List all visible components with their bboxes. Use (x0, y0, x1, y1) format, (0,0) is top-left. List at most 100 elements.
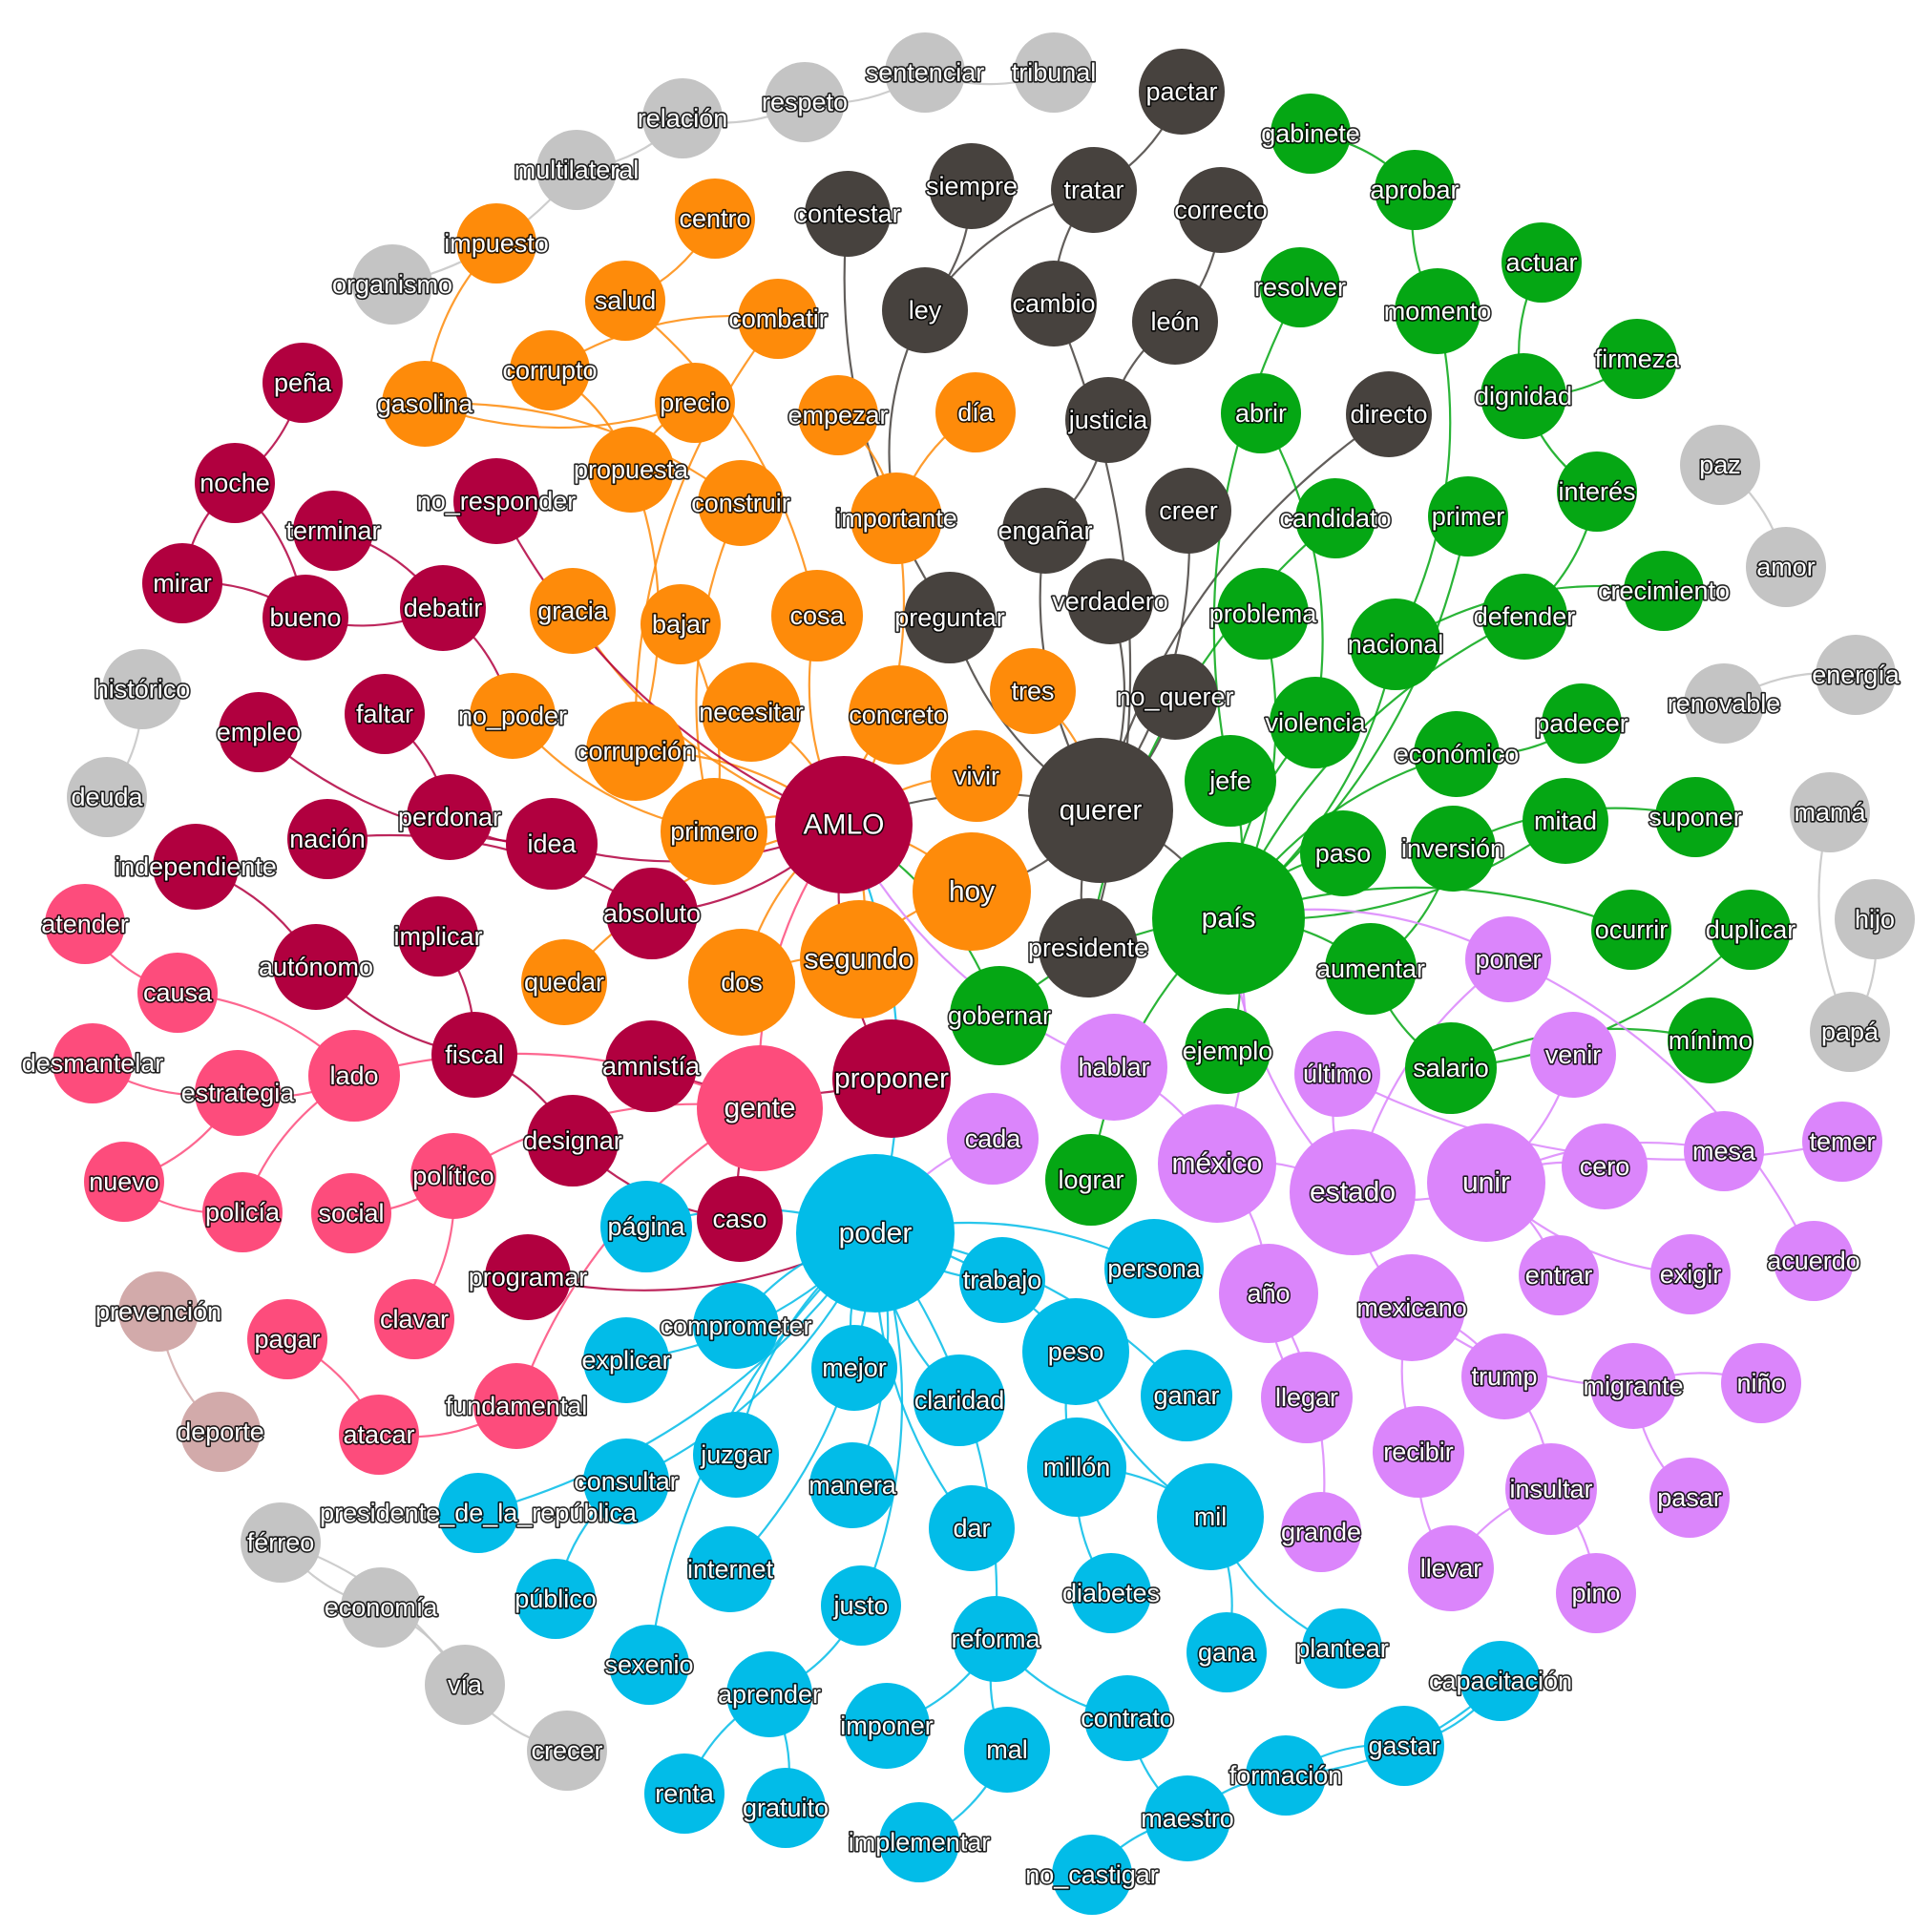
node-independiente: independiente (114, 824, 278, 910)
node-venir: venir (1530, 1012, 1616, 1098)
node-mal: mal (964, 1707, 1050, 1793)
node-hoy: hoy (913, 832, 1031, 951)
node-via: vía (425, 1645, 505, 1725)
node-label: paso (1315, 839, 1372, 868)
node-crecimiento: crecimiento (1596, 551, 1732, 631)
node-label: explicar (581, 1346, 670, 1375)
node-circle (904, 572, 996, 663)
node-salario: salario (1405, 1022, 1497, 1114)
node-circle (798, 375, 878, 455)
node-label: gana (1198, 1638, 1256, 1667)
node-label: padecer (1535, 709, 1628, 738)
node-circle (655, 363, 735, 443)
node-circle (959, 1237, 1045, 1323)
node-label: gobernar (948, 1001, 1051, 1030)
node-label: pasar (1657, 1483, 1722, 1512)
node-jefe: jefe (1185, 735, 1276, 827)
node-label: ejemplo (1183, 1037, 1273, 1065)
node-poner: poner (1465, 916, 1551, 1002)
node-label: consultar (574, 1467, 679, 1496)
node-label: maestro (1141, 1804, 1234, 1833)
node-label: energía (1812, 661, 1900, 689)
node-ultimo: último (1294, 1031, 1380, 1117)
node-circle (293, 491, 373, 571)
node-circle (453, 458, 539, 544)
node-label: resolver (1254, 273, 1346, 302)
node-label: justo (832, 1591, 888, 1620)
node-circle (1542, 683, 1622, 764)
node-label: correcto (1174, 196, 1268, 224)
node-label: llegar (1275, 1383, 1338, 1412)
node-circle (308, 1030, 400, 1122)
node-circle (339, 1395, 419, 1475)
node-label: desmantelar (22, 1049, 164, 1078)
node-label: gratuito (743, 1794, 829, 1822)
node-circle (473, 1363, 559, 1449)
node-circle (1295, 478, 1376, 558)
node-circle (1519, 1235, 1599, 1315)
node-mexicano: mexicano (1355, 1254, 1468, 1361)
edge-momento-nacional (1395, 310, 1452, 645)
node-amor: amor (1746, 527, 1826, 607)
node-circle (885, 32, 965, 113)
node-label: insultar (1509, 1475, 1592, 1503)
node-circle (1505, 1443, 1597, 1535)
node-circle (118, 1271, 199, 1352)
node-circle (52, 1023, 133, 1103)
node-pagar: pagar (247, 1299, 327, 1379)
node-label: venir (1545, 1040, 1602, 1069)
node-label: clavar (380, 1305, 449, 1334)
node-label: corrupción (576, 737, 696, 766)
node-mitad: mitad (1522, 778, 1608, 864)
node-label: no_responder (417, 487, 577, 515)
node-label: directo (1350, 400, 1427, 429)
node-precio: precio (655, 363, 735, 443)
node-circle (102, 649, 182, 729)
node-label: cosa (789, 601, 845, 630)
node-label: empezar (788, 401, 888, 430)
node-label: amor (1756, 553, 1816, 581)
node-label: peso (1048, 1337, 1104, 1366)
node-circle (1556, 1553, 1636, 1633)
node-label: llevar (1420, 1554, 1482, 1583)
node-fiscal: fiscal (431, 1012, 517, 1098)
node-ley: ley (882, 267, 968, 353)
node-absoluto: absoluto (601, 868, 703, 959)
node-circle (1624, 551, 1704, 631)
node-circle (809, 1442, 895, 1528)
node-circle (67, 757, 147, 837)
node-circle (1045, 1134, 1137, 1226)
node-label: mínimo (1669, 1026, 1754, 1055)
node-label: programar (469, 1263, 588, 1292)
node-circle (45, 884, 125, 964)
node-trump: trump (1461, 1334, 1547, 1419)
node-paz: paz (1680, 425, 1760, 505)
node-circle (844, 1683, 930, 1769)
node-minimo: mínimo (1667, 998, 1754, 1083)
node-sexenio: sexenio (603, 1625, 695, 1705)
node-noche: noche (195, 443, 275, 523)
node-circle (1597, 319, 1677, 399)
node-circle (438, 1473, 518, 1553)
node-circle (287, 799, 368, 879)
node-label: autónomo (259, 953, 373, 981)
node-label: entrar (1525, 1261, 1593, 1290)
node-gana: gana (1186, 1612, 1267, 1692)
node-padecer: padecer (1534, 683, 1629, 764)
node-circle (1655, 777, 1735, 857)
node-firmeza: firmeza (1593, 319, 1682, 399)
node-renta: renta (644, 1754, 724, 1834)
node-circle (195, 443, 275, 523)
node-label: peña (274, 368, 332, 397)
node-circle (1530, 1012, 1616, 1098)
node-prevencion: prevención (94, 1271, 223, 1352)
node-label: público (514, 1585, 597, 1613)
node-circle (771, 570, 863, 662)
node-label: página (607, 1212, 685, 1241)
node-label: mil (1194, 1502, 1228, 1531)
node-label: caso (712, 1205, 766, 1233)
node-label: inversión (1401, 834, 1504, 863)
node-circle (1217, 568, 1309, 660)
node-label: poder (839, 1218, 913, 1250)
